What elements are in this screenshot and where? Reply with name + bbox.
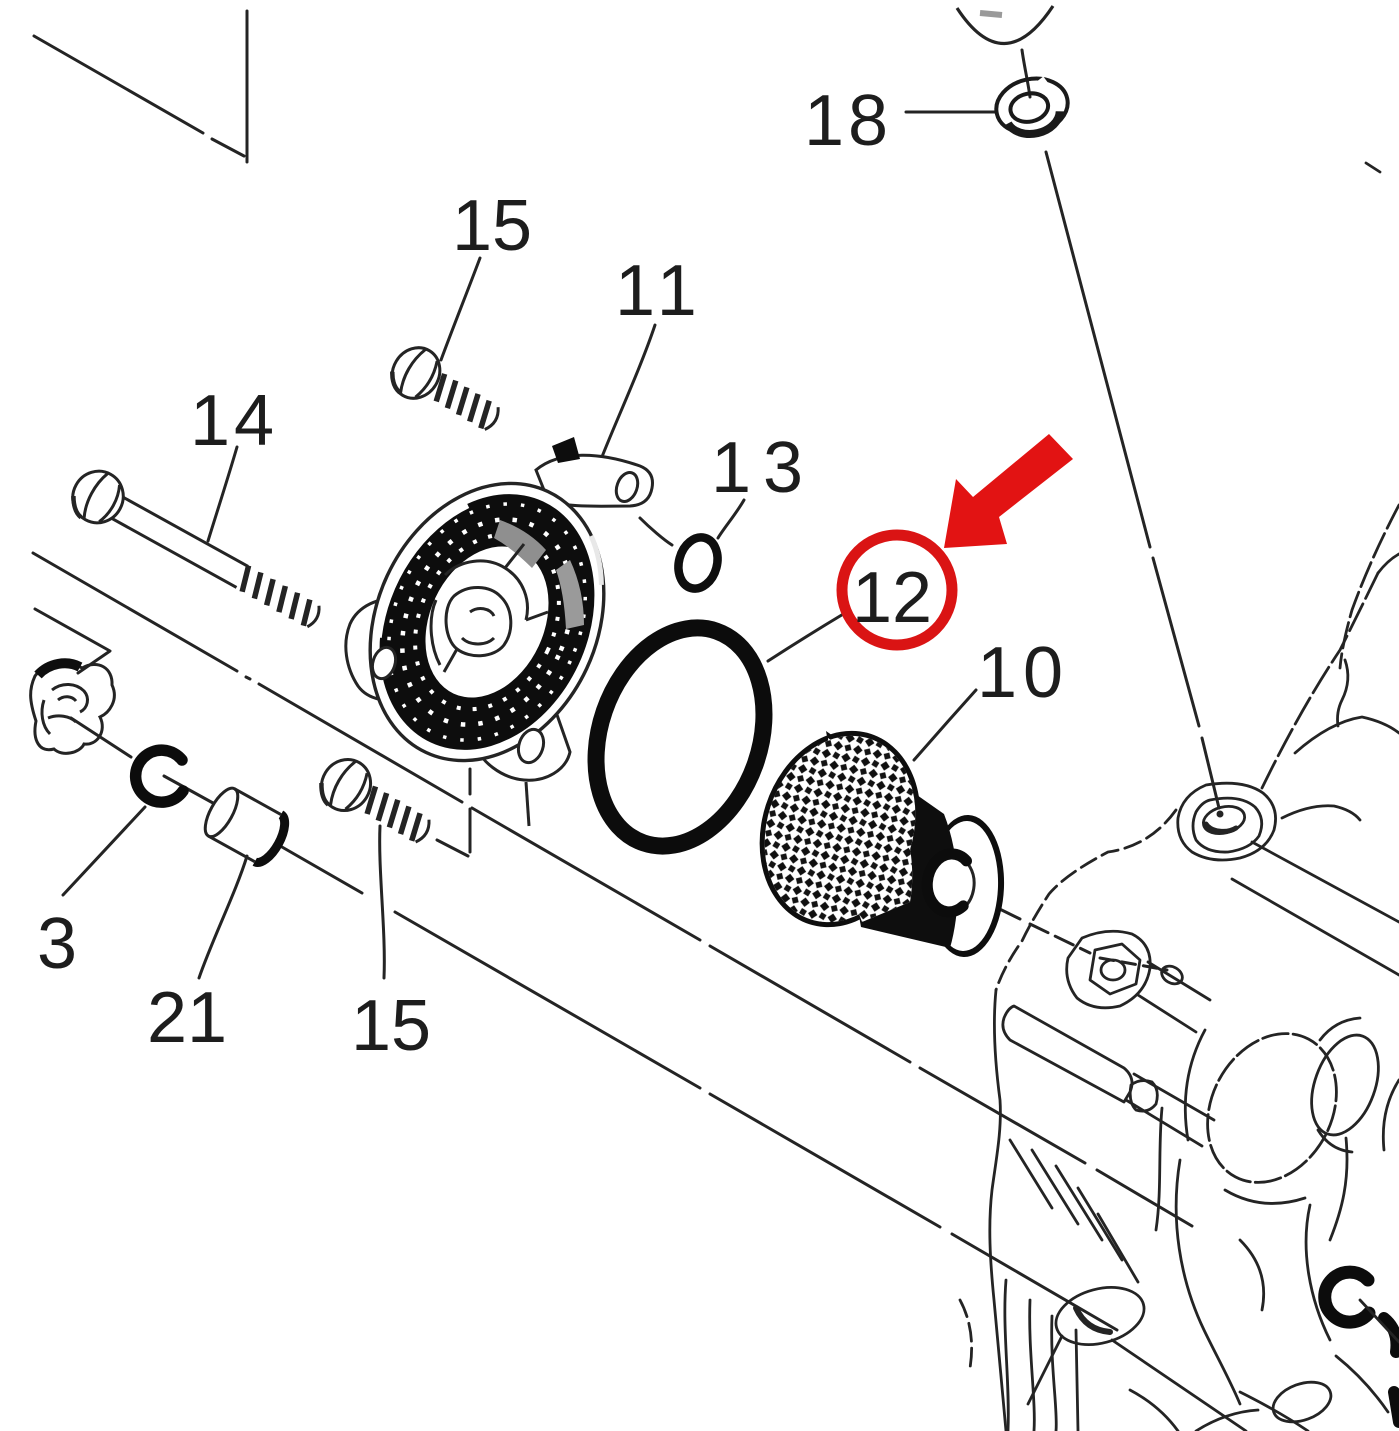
svg-text:3: 3 bbox=[37, 904, 77, 984]
svg-text:11: 11 bbox=[615, 251, 704, 331]
svg-text:15: 15 bbox=[452, 186, 532, 266]
svg-text:10: 10 bbox=[977, 633, 1069, 713]
svg-text:15: 15 bbox=[351, 986, 431, 1066]
svg-text:13: 13 bbox=[711, 428, 815, 508]
svg-text:21: 21 bbox=[147, 978, 227, 1058]
svg-text:14: 14 bbox=[190, 381, 278, 461]
svg-text:18: 18 bbox=[804, 81, 892, 161]
svg-text:12: 12 bbox=[852, 558, 932, 638]
